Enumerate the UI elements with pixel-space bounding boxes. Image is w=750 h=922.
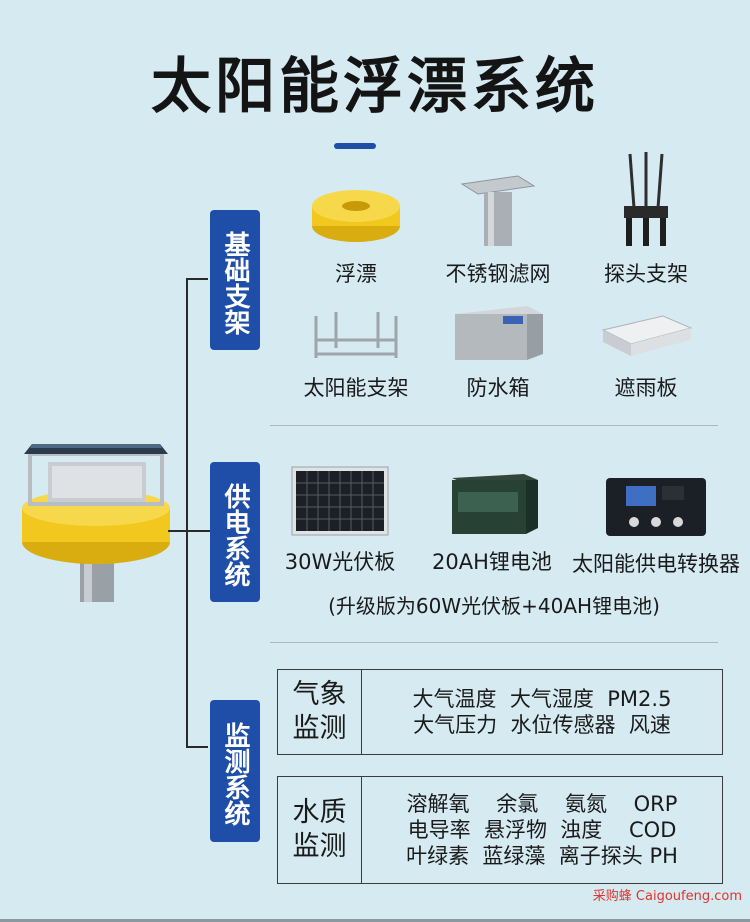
list-line: 叶绿素 蓝绿藻 离子探头 PH: [406, 844, 678, 868]
weather-monitoring-list: 大气温度 大气湿度 PM2.5 大气压力 水位传感器 风速: [362, 670, 722, 754]
watermark: 采购蜂 Caigoufeng.com: [592, 889, 742, 904]
bottom-strip: [0, 919, 750, 922]
solar-panel-image: [291, 466, 389, 536]
probe-bracket-image: [624, 152, 668, 246]
title-line: 监测: [292, 713, 347, 744]
weather-monitoring-title: 气象监测: [278, 670, 362, 754]
item-rain-cover: 遮雨板: [566, 312, 726, 402]
section-label-monitoring: 监测系统: [210, 700, 260, 842]
item-converter: 太阳能供电转换器: [566, 476, 746, 578]
item-solar-bracket: 太阳能支架: [276, 310, 436, 402]
item-label: 太阳能支架: [303, 376, 409, 400]
item-label: 探头支架: [604, 262, 688, 286]
list-line: 溶解氧 余氯 氨氮 ORP: [406, 792, 678, 816]
filter-image: [460, 175, 536, 246]
title-line: 监测: [292, 831, 347, 862]
water-monitoring-box: 水质监测 溶解氧 余氯 氨氮 ORP 电导率 悬浮物 浊度 COD 叶绿素 蓝绿…: [277, 776, 723, 884]
item-label: 浮漂: [335, 262, 377, 286]
item-waterproof-box: 防水箱: [418, 302, 578, 402]
upgrade-note: (升级版为60W光伏板+40AH锂电池): [328, 594, 660, 618]
converter-image: [606, 478, 706, 536]
list-line: 电导率 悬浮物 浊度 COD: [407, 818, 677, 842]
page-title: 太阳能浮漂系统: [151, 52, 599, 122]
list-line: 大气压力 水位传感器 风速: [413, 713, 671, 737]
solar-bracket-image: [314, 312, 398, 358]
item-battery: 20AH锂电池: [412, 470, 572, 576]
item-label: 太阳能供电转换器: [572, 552, 740, 576]
float-image: [312, 190, 400, 242]
item-label: 防水箱: [466, 376, 530, 400]
rain-cover-image: [601, 315, 693, 356]
item-solar-panel: 30W光伏板: [260, 466, 420, 576]
section-label-power: 供电系统: [210, 462, 260, 602]
tree-branch-3: [186, 746, 208, 748]
tree-branch-2: [168, 530, 210, 532]
water-monitoring-list: 溶解氧 余氯 氨氮 ORP 电导率 悬浮物 浊度 COD 叶绿素 蓝绿藻 离子探…: [362, 777, 722, 883]
item-label: 不锈钢滤网: [445, 262, 551, 286]
list-line: 大气温度 大气湿度 PM2.5: [412, 687, 672, 711]
buoy-image: [22, 444, 170, 602]
weather-monitoring-box: 气象监测 大气温度 大气湿度 PM2.5 大气压力 水位传感器 风速: [277, 669, 723, 755]
tree-branch-1: [186, 278, 208, 280]
item-label: 遮雨板: [614, 376, 678, 400]
divider: [270, 425, 718, 426]
item-probe-bracket: 探头支架: [566, 150, 726, 288]
item-float: 浮漂: [276, 182, 436, 288]
divider: [270, 642, 718, 643]
item-label: 20AH锂电池: [432, 550, 552, 574]
water-monitoring-title: 水质监测: [278, 777, 362, 883]
waterproof-box-image: [455, 306, 543, 360]
item-filter: 不锈钢滤网: [418, 170, 578, 288]
item-label: 30W光伏板: [284, 550, 396, 574]
section-label-foundation: 基础支架: [210, 210, 260, 350]
title-line: 水质: [292, 797, 347, 828]
battery-image: [452, 474, 538, 534]
title-line: 气象: [292, 679, 347, 710]
title-underline: [334, 143, 376, 149]
tree-vertical-line: [186, 278, 188, 746]
